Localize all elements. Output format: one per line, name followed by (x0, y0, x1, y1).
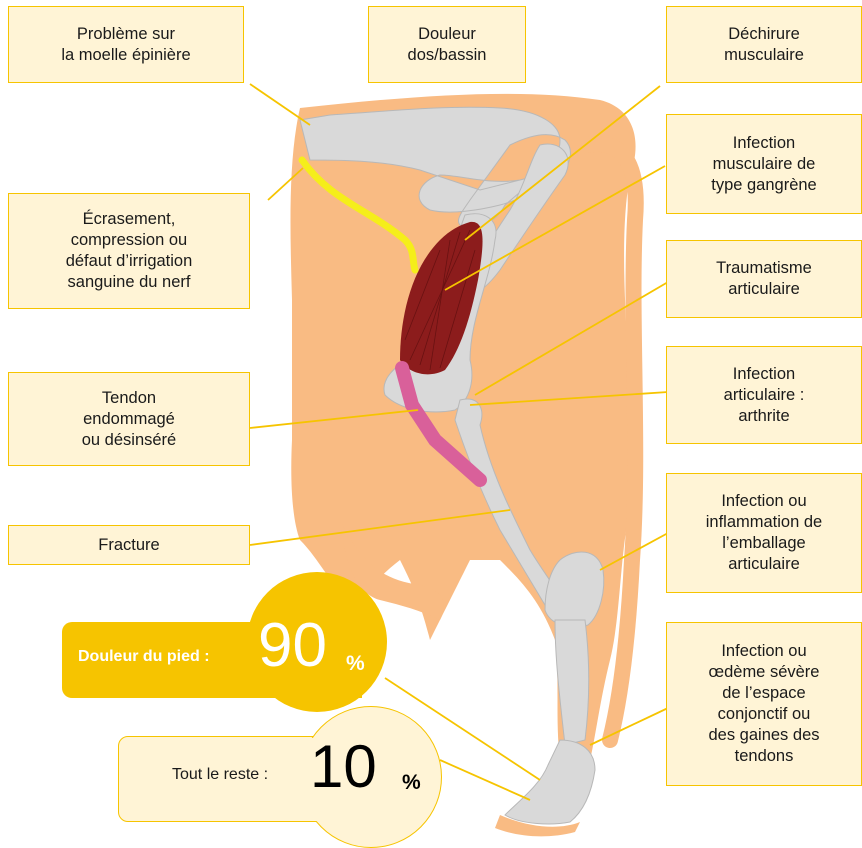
label-nerve-compression: Écrasement, compression ou défaut d’irri… (8, 193, 250, 309)
rest-label: Tout le reste : (172, 766, 268, 784)
label-spinal-cord: Problème sur la moelle épinière (8, 6, 244, 83)
label-joint-trauma: Traumatisme articulaire (666, 240, 862, 318)
label-muscle-tear: Déchirure musculaire (666, 6, 862, 83)
rest-value: 10 (310, 736, 377, 798)
hoof-bones (505, 740, 595, 824)
leader-spinal-cord (250, 84, 310, 125)
label-fracture: Fracture (8, 525, 250, 565)
label-gangrene: Infection musculaire de type gangrène (666, 114, 862, 214)
rest-unit: % (402, 771, 421, 795)
label-joint-capsule: Infection ou inflammation de l’emballage… (666, 473, 862, 593)
foot-pain-label: Douleur du pied : (78, 648, 210, 666)
leader-tendon-sheath (590, 708, 668, 745)
foot-pain-value: 90 (258, 615, 327, 677)
label-back-pain: Douleur dos/bassin (368, 6, 526, 83)
foot-pain-unit: % (346, 652, 365, 676)
leader-foot-2 (440, 760, 530, 800)
label-tendon-damage: Tendon endommagé ou désinséré (8, 372, 250, 466)
label-tendon-sheath: Infection ou œdème sévère de l’espace co… (666, 622, 862, 786)
label-arthritis: Infection articulaire : arthrite (666, 346, 862, 444)
